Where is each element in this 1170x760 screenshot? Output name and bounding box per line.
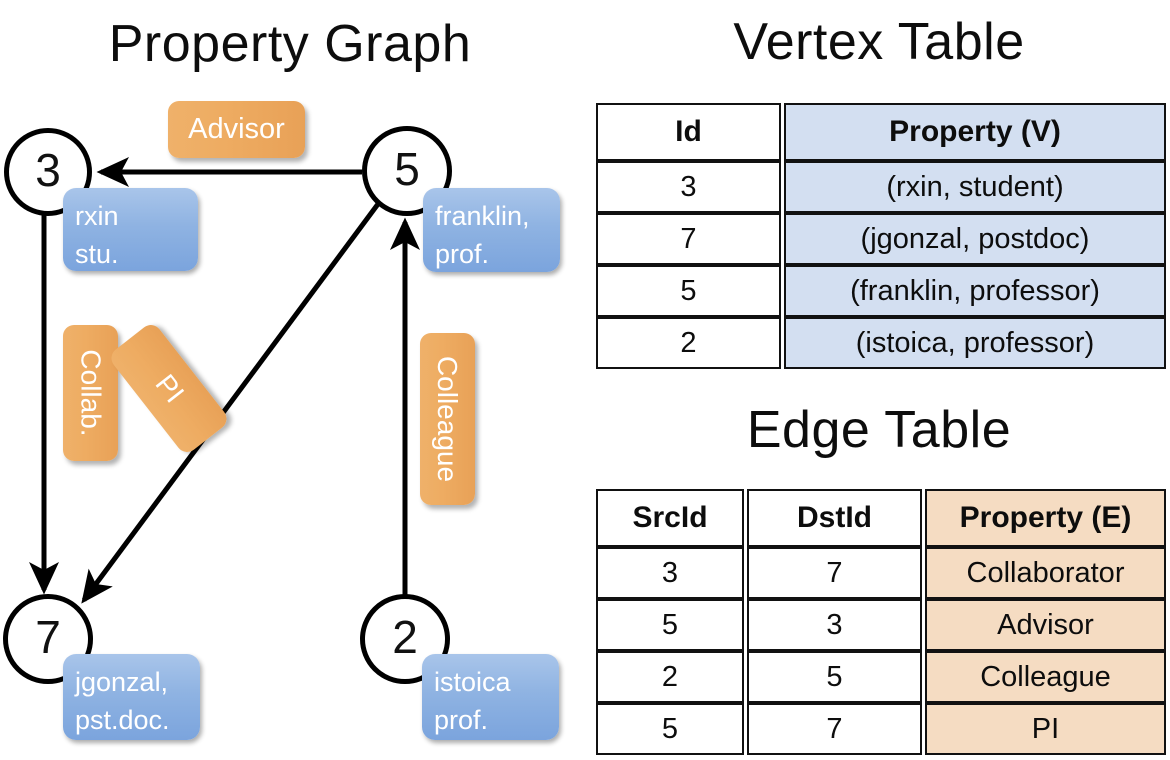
- graph-node-3-label: 3: [35, 144, 61, 196]
- edge-table-header-dstid: DstId: [747, 489, 922, 547]
- graph-node-2-property-callout: istoica prof.: [422, 654, 559, 740]
- edge-label-collab-text: Collab.: [75, 349, 107, 437]
- page-title-edge-table: Edge Table: [746, 401, 1012, 459]
- vertex-cell-property: (jgonzal, postdoc): [784, 213, 1166, 265]
- vertex-table: Id Property (V) 3 (rxin, student) 7 (jgo…: [593, 103, 1169, 369]
- vertex-cell-id: 2: [596, 317, 781, 369]
- graph-node-7-label: 7: [35, 611, 61, 663]
- node-7-property-line-2: pst.doc.: [75, 705, 170, 736]
- edge-cell-property: Collaborator: [925, 547, 1166, 599]
- edge-cell-property: PI: [925, 703, 1166, 755]
- table-row[interactable]: 5 (franklin, professor): [596, 265, 1166, 317]
- graph-edge-lines: [29, 157, 420, 604]
- graph-node-3-property-callout: rxin stu.: [63, 188, 198, 271]
- edge-table-header-row: SrcId DstId Property (E): [596, 489, 1166, 547]
- vertex-cell-property: (istoica, professor): [784, 317, 1166, 369]
- edge-cell-dstid: 7: [747, 703, 922, 755]
- edge-cell-dstid: 3: [747, 599, 922, 651]
- vertex-table-header-id: Id: [596, 103, 781, 161]
- edge-label-colleague-text: Colleague: [432, 355, 464, 483]
- edge-label-advisor-text: Advisor: [188, 113, 285, 145]
- page-title-property-graph: Property Graph: [108, 15, 472, 73]
- vertex-table-header-row: Id Property (V): [596, 103, 1166, 161]
- edge-cell-srcid: 5: [596, 599, 744, 651]
- table-row[interactable]: 2 5 Colleague: [596, 651, 1166, 703]
- graph-node-5[interactable]: 5: [362, 126, 452, 216]
- graph-node-7-property-callout: jgonzal, pst.doc.: [63, 654, 200, 740]
- node-3-property-line-2: stu.: [75, 239, 119, 270]
- graph-node-5-property-callout: franklin, prof.: [423, 188, 560, 272]
- edge-cell-property: Colleague: [925, 651, 1166, 703]
- edge-line-pi: [81, 202, 381, 604]
- page-title-vertex-table: Vertex Table: [733, 13, 1025, 71]
- table-row[interactable]: 3 7 Collaborator: [596, 547, 1166, 599]
- edge-label-colleague: Colleague: [420, 333, 475, 505]
- edge-cell-srcid: 5: [596, 703, 744, 755]
- edge-label-pi-text: PI: [149, 368, 190, 409]
- edge-cell-dstid: 5: [747, 651, 922, 703]
- edge-label-advisor: Advisor: [168, 101, 305, 158]
- node-3-property-line-1: rxin: [75, 201, 119, 231]
- table-row[interactable]: 2 (istoica, professor): [596, 317, 1166, 369]
- vertex-cell-id: 5: [596, 265, 781, 317]
- vertex-table-header-property: Property (V): [784, 103, 1166, 161]
- edge-cell-srcid: 2: [596, 651, 744, 703]
- table-row[interactable]: 5 3 Advisor: [596, 599, 1166, 651]
- edge-cell-srcid: 3: [596, 547, 744, 599]
- edge-cell-property: Advisor: [925, 599, 1166, 651]
- edge-label-collab: Collab.: [63, 325, 118, 461]
- edge-table-header-srcid: SrcId: [596, 489, 744, 547]
- graph-node-5-label: 5: [394, 143, 420, 195]
- vertex-cell-property: (franklin, professor): [784, 265, 1166, 317]
- edge-table-header-property: Property (E): [925, 489, 1166, 547]
- node-2-property-line-1: istoica: [434, 667, 511, 697]
- graph-node-2[interactable]: 2: [360, 594, 450, 684]
- graph-node-2-label: 2: [392, 611, 418, 663]
- vertex-cell-id: 7: [596, 213, 781, 265]
- table-row[interactable]: 5 7 PI: [596, 703, 1166, 755]
- table-row[interactable]: 3 (rxin, student): [596, 161, 1166, 213]
- edge-table: SrcId DstId Property (E) 3 7 Collaborato…: [593, 489, 1169, 755]
- node-2-property-line-2: prof.: [434, 705, 489, 736]
- vertex-cell-id: 3: [596, 161, 781, 213]
- node-5-property-line-1: franklin,: [435, 201, 530, 231]
- edge-cell-dstid: 7: [747, 547, 922, 599]
- table-row[interactable]: 7 (jgonzal, postdoc): [596, 213, 1166, 265]
- property-graph-diagram: 3 rxin stu. 5 franklin, prof. 7 jgonzal,…: [3, 101, 560, 740]
- vertex-cell-property: (rxin, student): [784, 161, 1166, 213]
- node-5-property-line-2: prof.: [435, 239, 490, 270]
- node-7-property-line-1: jgonzal,: [75, 667, 169, 697]
